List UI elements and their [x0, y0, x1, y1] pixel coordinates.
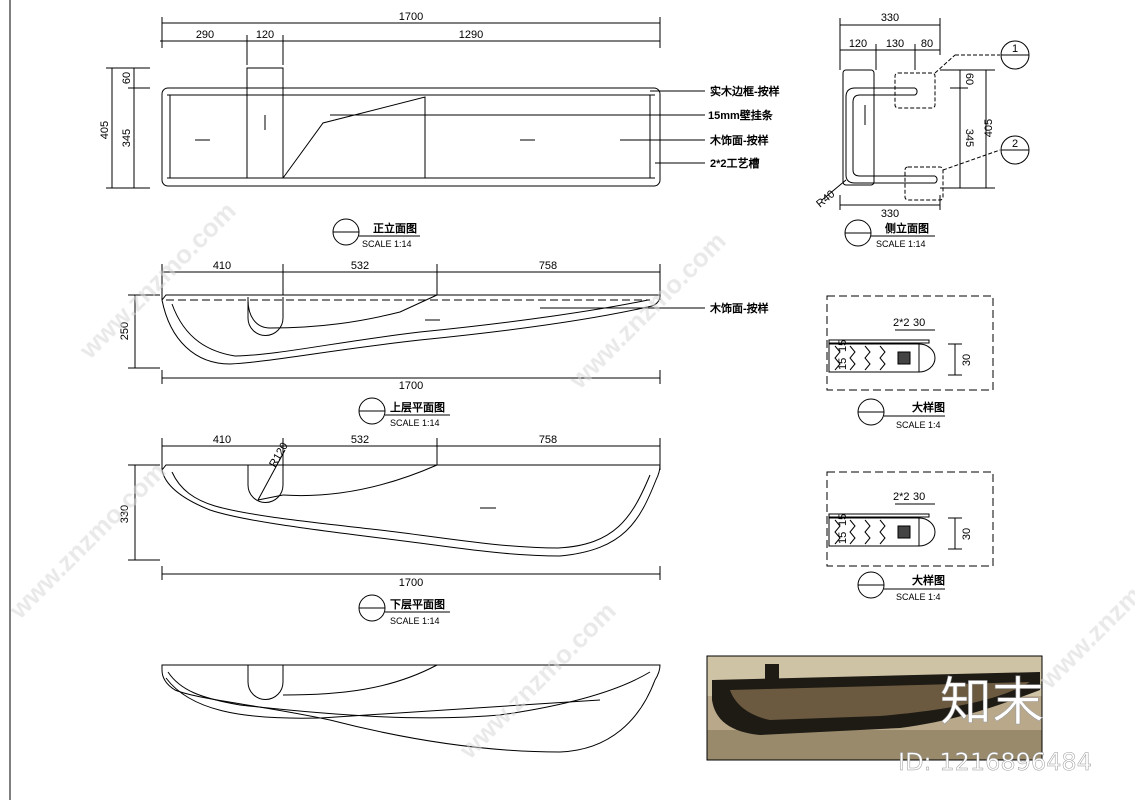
detail2-dim-30-side: 30 — [961, 528, 973, 540]
detail1-dim-15b: 15 — [837, 358, 849, 370]
upper-scale: SCALE 1:14 — [390, 418, 440, 428]
upper-dim-250: 250 — [119, 322, 131, 340]
watermark-3: www.znzmo.com — [2, 456, 171, 625]
front-title: 正立面图 — [373, 221, 417, 235]
watermark-5: www.znzmo.com — [1032, 526, 1135, 695]
callout-wall-strip: 15mm壁挂条 — [708, 108, 774, 122]
callout-wood-veneer: 木饰面-按样 — [709, 133, 769, 147]
upper-title: 上层平面图 — [390, 400, 445, 414]
side-dim-120: 120 — [849, 38, 867, 50]
product-photo — [706, 655, 1043, 761]
front-elevation-labels: 1700 290 120 1290 405 60 345 实木边框-按样 15m… — [99, 11, 780, 249]
callout-groove: 2*2工艺槽 — [710, 156, 760, 170]
detail2-dim-15b: 15 — [837, 532, 849, 544]
side-title: 侧立面图 — [885, 221, 929, 235]
side-dim-80: 80 — [921, 38, 933, 50]
upper-dim-758: 758 — [539, 260, 557, 272]
perspective-view — [161, 664, 661, 753]
detail-2 — [826, 471, 994, 599]
upper-callout-veneer: 木饰面-按样 — [709, 301, 769, 315]
upper-plan-labels: 410 532 758 250 1700 木饰面-按样 上层平面图 SCALE … — [119, 260, 769, 428]
detail1-dim-15a: 15 — [837, 340, 849, 352]
detail-1-labels: 2*2 30 15 15 30 大样图 SCALE 1:4 — [837, 317, 973, 430]
front-elevation — [106, 17, 705, 246]
watermark-1: www.znzmo.com — [72, 196, 241, 365]
detail-2-labels: 2*2 30 15 15 30 大样图 SCALE 1:4 — [837, 491, 973, 602]
detail2-title: 大样图 — [912, 573, 945, 587]
side-dim-345: 345 — [963, 129, 975, 147]
upper-dim-410: 410 — [213, 260, 231, 272]
detail1-groove: 2*2 — [893, 317, 910, 329]
side-dim-total: 330 — [881, 12, 899, 24]
side-dim-405: 405 — [983, 119, 995, 137]
lower-dim-total: 1700 — [399, 577, 423, 589]
lower-plan-labels: 410 532 758 330 1700 R120 下层平面图 SCALE 1:… — [119, 434, 557, 626]
detail2-groove: 2*2 — [893, 491, 910, 503]
marker-2: 2 — [1012, 138, 1018, 150]
front-dim-total: 1700 — [399, 11, 423, 23]
side-dim-130: 130 — [886, 38, 904, 50]
detail2-scale: SCALE 1:4 — [896, 592, 941, 602]
detail1-scale: SCALE 1:4 — [896, 420, 941, 430]
image-id: ID: 1216896484 — [898, 748, 1092, 776]
front-scale: SCALE 1:14 — [362, 239, 412, 249]
marker-1: 1 — [1012, 43, 1018, 55]
front-dim-345: 345 — [121, 129, 133, 147]
upper-dim-total: 1700 — [399, 380, 423, 392]
front-dim-height: 405 — [99, 121, 111, 139]
lower-dim-758: 758 — [539, 434, 557, 446]
front-dim-290: 290 — [196, 29, 214, 41]
detail1-dim-30: 30 — [913, 317, 925, 329]
detail1-dim-30-side: 30 — [961, 354, 973, 366]
lower-plan — [128, 438, 661, 622]
lower-scale: SCALE 1:14 — [390, 616, 440, 626]
detail2-dim-15a: 15 — [837, 514, 849, 526]
front-dim-60: 60 — [121, 72, 133, 84]
front-dim-1290: 1290 — [459, 29, 483, 41]
upper-plan — [128, 264, 705, 425]
side-dim-bottom: 330 — [881, 208, 899, 220]
side-elevation-labels: 330 120 130 80 60 345 405 330 R40 1 2 侧立… — [814, 12, 1018, 249]
watermark-2: www.znzmo.com — [562, 226, 731, 395]
lower-dim-532: 532 — [351, 434, 369, 446]
lower-dim-330: 330 — [119, 505, 131, 523]
upper-dim-532: 532 — [351, 260, 369, 272]
side-radius: R40 — [814, 188, 837, 210]
callout-solid-wood-frame: 实木边框-按样 — [710, 84, 780, 98]
detail1-title: 大样图 — [912, 400, 945, 414]
side-dim-60: 60 — [963, 73, 975, 85]
lower-title: 下层平面图 — [390, 598, 445, 611]
detail2-dim-30: 30 — [913, 491, 925, 503]
detail-1 — [826, 295, 994, 426]
watermark-4: www.znzmo.com — [452, 596, 621, 765]
front-dim-120: 120 — [256, 29, 274, 41]
side-scale: SCALE 1:14 — [876, 239, 926, 249]
lower-dim-410: 410 — [213, 434, 231, 446]
brand-logo: 知末 — [940, 673, 1044, 733]
side-elevation — [821, 18, 1030, 247]
